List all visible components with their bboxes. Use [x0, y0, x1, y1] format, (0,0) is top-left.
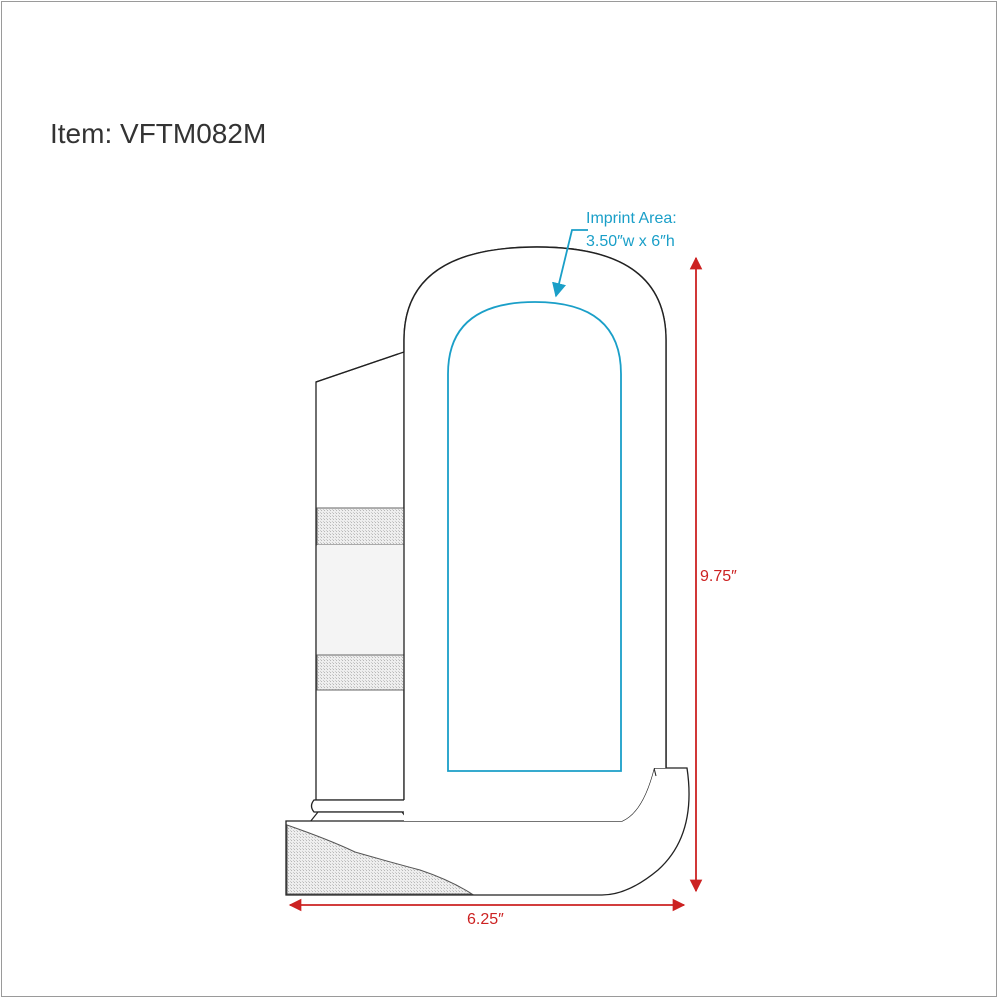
arch-frame-fill: [404, 247, 666, 821]
base: [285, 767, 690, 896]
imprint-area-outline: [447, 301, 622, 772]
item-title: Item: VFTM082M: [50, 118, 267, 149]
texture-band-middle: [317, 545, 404, 655]
imprint-callout-arrow: [552, 229, 588, 298]
texture-band-lower: [316, 654, 405, 691]
imprint-label-line1: Imprint Area:: [586, 210, 677, 227]
texture-band-upper: [316, 507, 405, 546]
imprint-label-line2: 3.50″w x 6″h: [586, 233, 675, 250]
width-dimension-label: 6.25″: [467, 911, 504, 928]
height-dimension-label: 9.75″: [700, 568, 737, 585]
arch-frame-outline: [403, 246, 667, 768]
column-base-rings: [308, 799, 412, 823]
